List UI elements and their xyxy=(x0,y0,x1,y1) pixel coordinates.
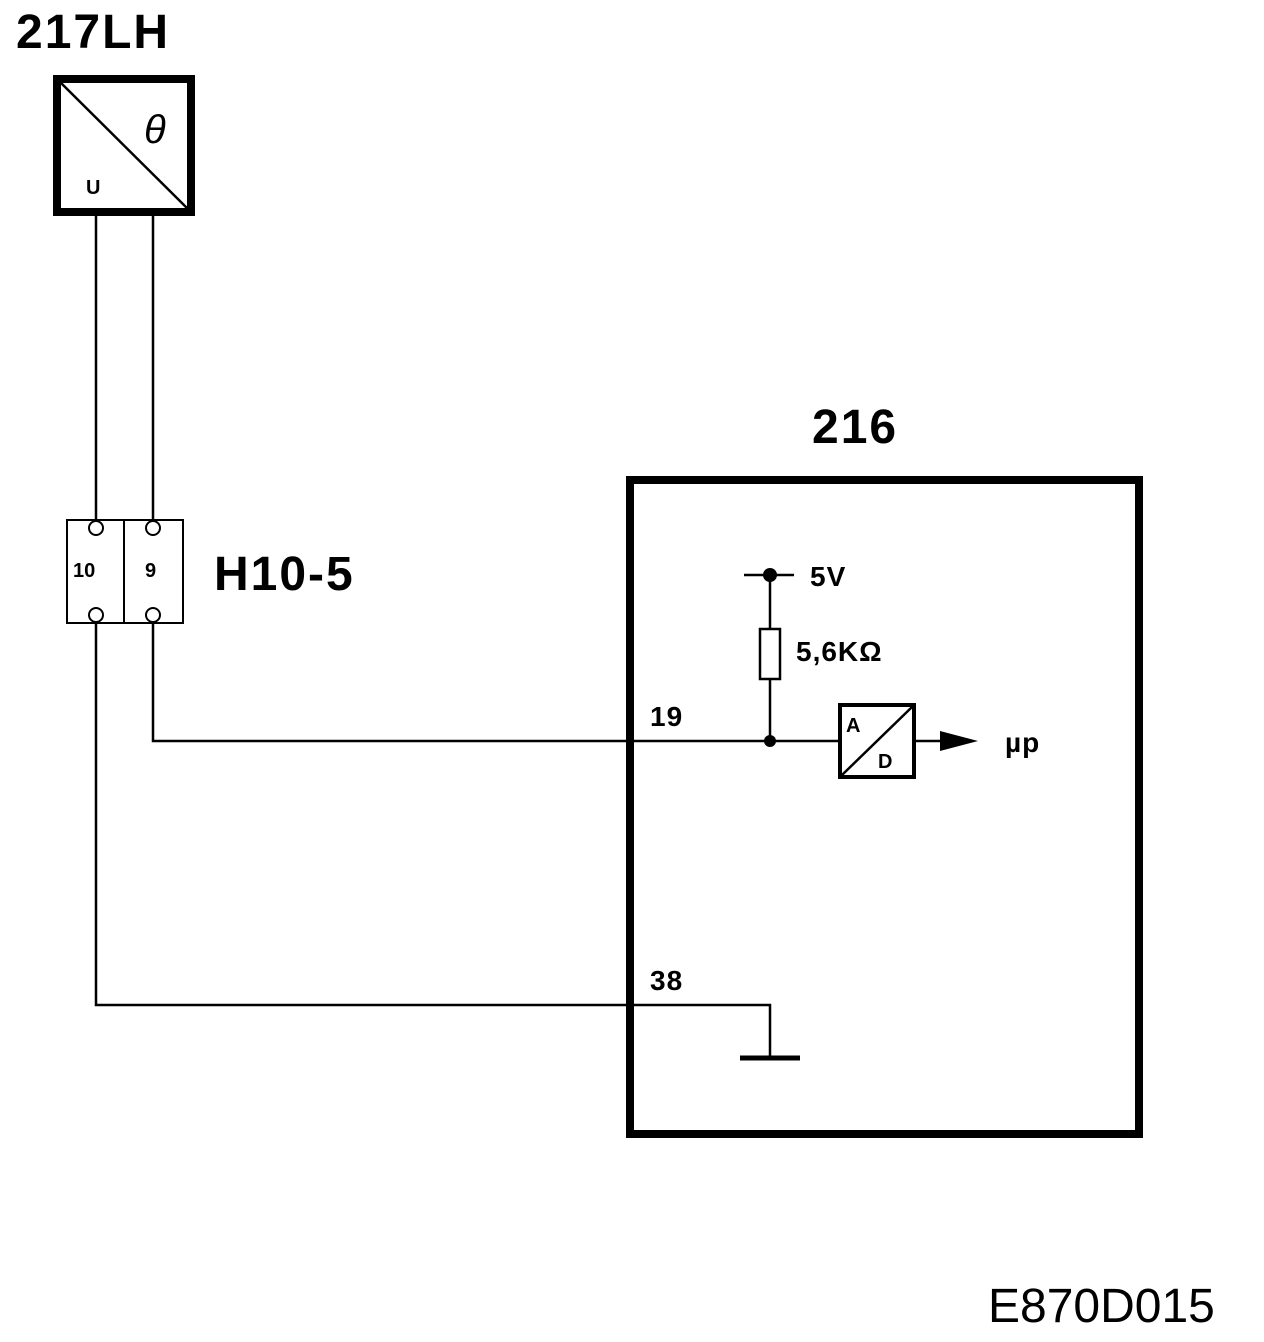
ecu-label: 216 xyxy=(812,401,898,454)
pin-38-label: 38 xyxy=(650,965,683,996)
connector-block xyxy=(66,519,184,624)
output-arrow-icon xyxy=(940,731,978,751)
connector-label: H10-5 xyxy=(214,548,355,601)
connector-pin-10: 10 xyxy=(73,560,95,582)
sensor-label: 217LH xyxy=(16,6,170,59)
sensor-u-symbol: U xyxy=(86,177,100,199)
ecu-box xyxy=(626,476,1143,1138)
sensor-box xyxy=(53,75,195,216)
figure-code: E870D015 xyxy=(988,1280,1215,1333)
pin-19-label: 19 xyxy=(650,701,683,732)
sensor-theta-symbol: θ xyxy=(144,108,167,152)
adc-converter xyxy=(838,703,916,779)
supply-label: 5V xyxy=(810,561,846,592)
resistor-symbol xyxy=(758,627,782,681)
wire-ground-pin38 xyxy=(94,622,772,1058)
resistor-label: 5,6KΩ xyxy=(796,636,883,667)
adc-d-label: D xyxy=(878,751,892,773)
wire-signal-pin19 xyxy=(151,622,770,743)
adc-a-label: A xyxy=(846,715,860,737)
output-label: µp xyxy=(1005,727,1040,758)
connector-pin-9: 9 xyxy=(145,560,156,582)
